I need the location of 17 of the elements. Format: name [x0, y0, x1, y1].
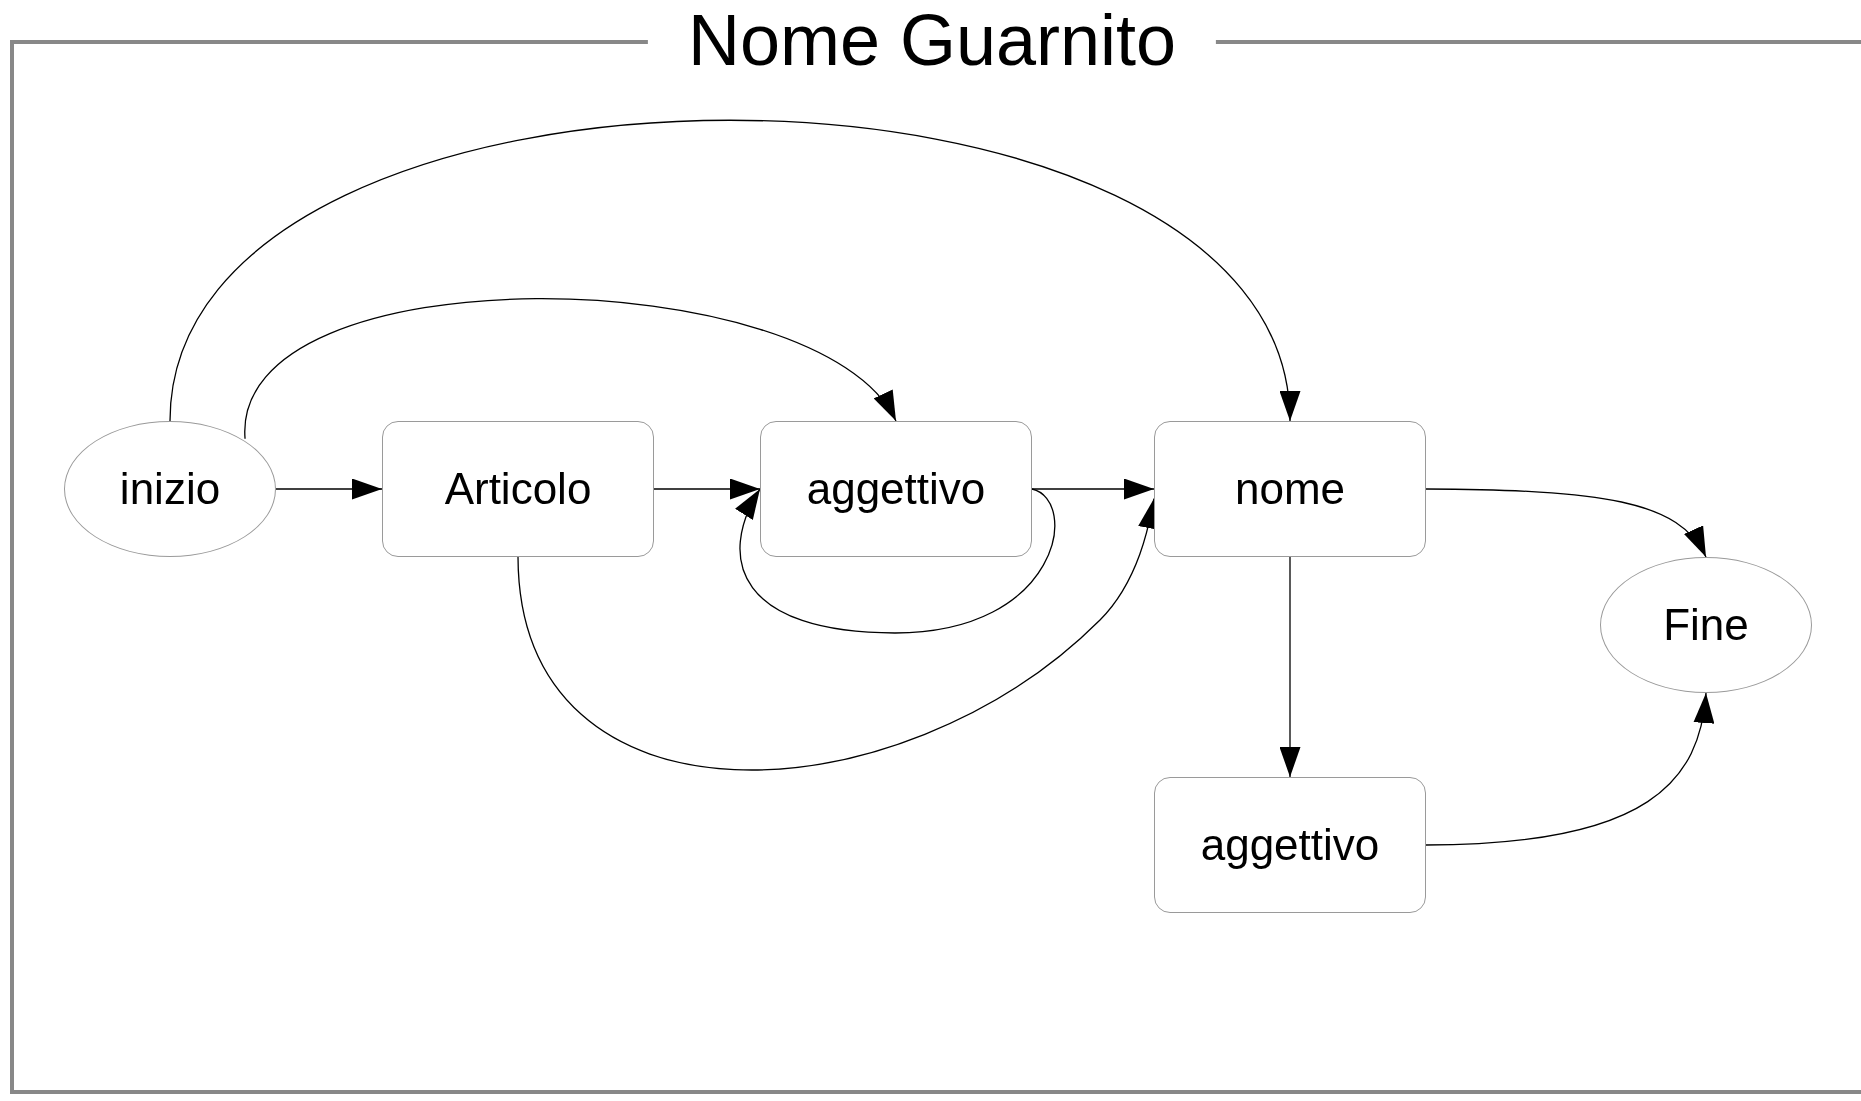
arrow: [1279, 556, 1301, 778]
arrow: [1425, 692, 1713, 846]
state-box: [1154, 777, 1426, 913]
node-label: nome: [1234, 464, 1346, 514]
node-label: Fine: [1663, 600, 1749, 650]
arrow: [275, 478, 383, 500]
state-box: [760, 421, 1032, 557]
arrow: [736, 488, 1056, 634]
node-label: aggettivo: [806, 464, 986, 514]
arrow: [1031, 478, 1155, 500]
state-box: [382, 421, 654, 557]
arrow: [653, 478, 761, 500]
node-label: Articolo: [444, 464, 592, 514]
state-box: [1154, 421, 1426, 557]
node-label: aggettivo: [1200, 820, 1380, 870]
node-label: inizio: [119, 464, 221, 514]
arrow: [1425, 488, 1707, 558]
